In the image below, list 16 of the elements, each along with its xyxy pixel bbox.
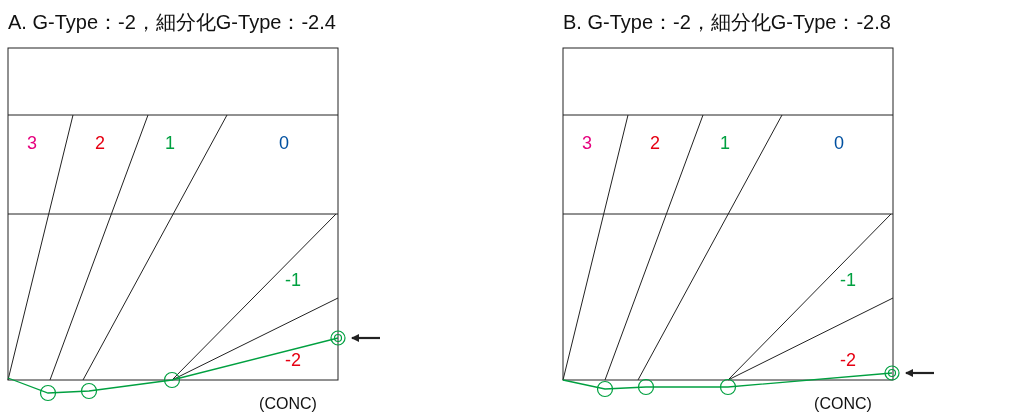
zone-number: 3 — [582, 134, 592, 152]
axis-label: (CONC) — [259, 396, 317, 412]
zone-number: 0 — [834, 134, 844, 152]
zone-number: -2 — [840, 351, 856, 369]
panel-title: B. G-Type：-2，細分化G-Type：-2.8 — [563, 12, 891, 32]
zone-number: 0 — [279, 134, 289, 152]
zone-number: 3 — [27, 134, 37, 152]
zone-number: -1 — [285, 271, 301, 289]
zone-number: -2 — [285, 351, 301, 369]
zone-number: -1 — [840, 271, 856, 289]
zone-number: 2 — [650, 134, 660, 152]
axis-label: (CONC) — [814, 396, 872, 412]
zone-number: 1 — [720, 134, 730, 152]
zone-number: 1 — [165, 134, 175, 152]
zone-number: 2 — [95, 134, 105, 152]
panel-title: A. G-Type：-2，細分化G-Type：-2.4 — [8, 12, 336, 32]
